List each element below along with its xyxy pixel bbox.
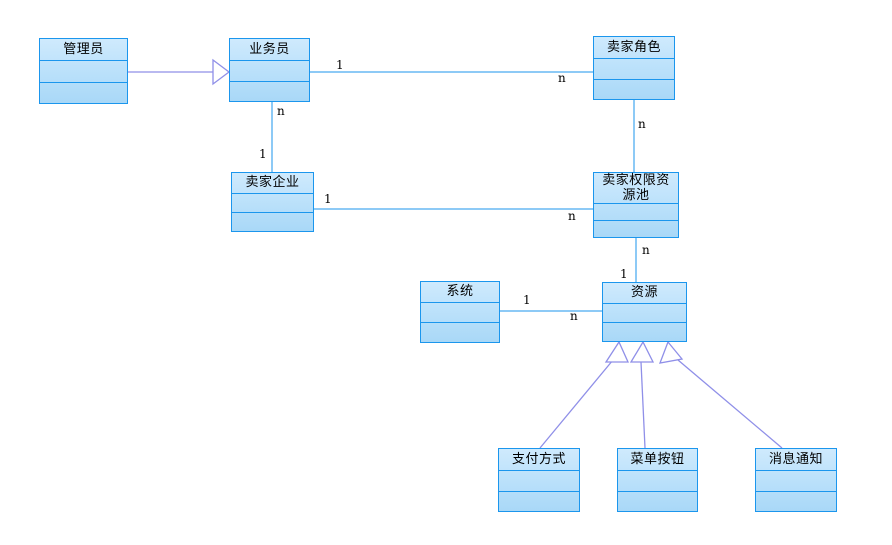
class-operations-admin xyxy=(40,83,127,104)
multiplicity-label-pool-sellerfirm-n: n xyxy=(568,209,576,223)
class-box-menu-button[interactable]: 菜单按钮 xyxy=(617,448,698,512)
class-box-payment[interactable]: 支付方式 xyxy=(498,448,580,512)
multiplicity-label-sellerrole-pool-n: n xyxy=(638,117,646,131)
class-name-seller-role: 卖家角色 xyxy=(594,37,674,59)
class-name-admin: 管理员 xyxy=(40,39,127,61)
class-attributes-system xyxy=(421,303,499,323)
generalization-line-notification-resource xyxy=(677,359,783,449)
multiplicity-label-sellerrole-salesman-n: n xyxy=(558,71,566,85)
class-operations-salesman xyxy=(230,82,309,102)
class-attributes-seller-permission-pool xyxy=(594,204,678,221)
class-operations-seller-firm xyxy=(232,213,313,231)
class-attributes-admin xyxy=(40,61,127,83)
class-box-notification[interactable]: 消息通知 xyxy=(755,448,837,512)
multiplicity-label-salesman-sellerfirm-n: n xyxy=(277,104,285,118)
generalization-arrow-admin-salesman xyxy=(212,58,231,86)
class-attributes-seller-role xyxy=(594,59,674,80)
class-attributes-salesman xyxy=(230,61,309,82)
multiplicity-label-salesman-sellerrole-1: 1 xyxy=(336,58,344,72)
multiplicity-label-system-resource-1: 1 xyxy=(523,293,531,307)
generalization-arrow-notification-resource xyxy=(658,340,684,364)
class-box-admin[interactable]: 管理员 xyxy=(39,38,128,104)
class-name-payment: 支付方式 xyxy=(499,449,579,471)
class-name-system: 系统 xyxy=(421,282,499,303)
class-operations-seller-permission-pool xyxy=(594,221,678,237)
class-attributes-seller-firm xyxy=(232,194,313,213)
class-attributes-resource xyxy=(603,304,686,323)
generalization-arrow-menubutton-resource xyxy=(629,340,655,363)
class-attributes-notification xyxy=(756,471,836,492)
generalization-line-payment-resource xyxy=(539,359,614,449)
class-box-salesman[interactable]: 业务员 xyxy=(229,38,310,102)
class-operations-payment xyxy=(499,492,579,512)
multiplicity-label-resource-system-n: n xyxy=(570,309,578,323)
class-operations-notification xyxy=(756,492,836,512)
class-attributes-menu-button xyxy=(618,471,697,492)
class-name-notification: 消息通知 xyxy=(756,449,836,471)
class-operations-system xyxy=(421,323,499,342)
multiplicity-label-resource-pool-1: 1 xyxy=(620,267,628,281)
class-attributes-payment xyxy=(499,471,579,492)
class-name-seller-firm: 卖家企业 xyxy=(232,173,313,194)
class-operations-seller-role xyxy=(594,80,674,100)
multiplicity-label-sellerfirm-pool-1: 1 xyxy=(324,192,332,206)
class-box-system[interactable]: 系统 xyxy=(420,281,500,343)
generalization-line-menubutton-resource xyxy=(640,361,646,449)
class-box-seller-role[interactable]: 卖家角色 xyxy=(593,36,675,100)
class-name-salesman: 业务员 xyxy=(230,39,309,61)
class-box-seller-permission-pool[interactable]: 卖家权限资 源池 xyxy=(593,172,679,238)
class-name-resource: 资源 xyxy=(603,283,686,304)
class-name-menu-button: 菜单按钮 xyxy=(618,449,697,471)
class-operations-resource xyxy=(603,323,686,341)
class-box-resource[interactable]: 资源 xyxy=(602,282,687,342)
generalization-arrow-payment-resource xyxy=(604,340,630,363)
class-operations-menu-button xyxy=(618,492,697,512)
multiplicity-label-sellerfirm-salesman-1: 1 xyxy=(259,147,267,161)
multiplicity-label-pool-resource-n: n xyxy=(642,243,650,257)
class-name-seller-permission-pool: 卖家权限资 源池 xyxy=(594,173,678,204)
class-box-seller-firm[interactable]: 卖家企业 xyxy=(231,172,314,232)
